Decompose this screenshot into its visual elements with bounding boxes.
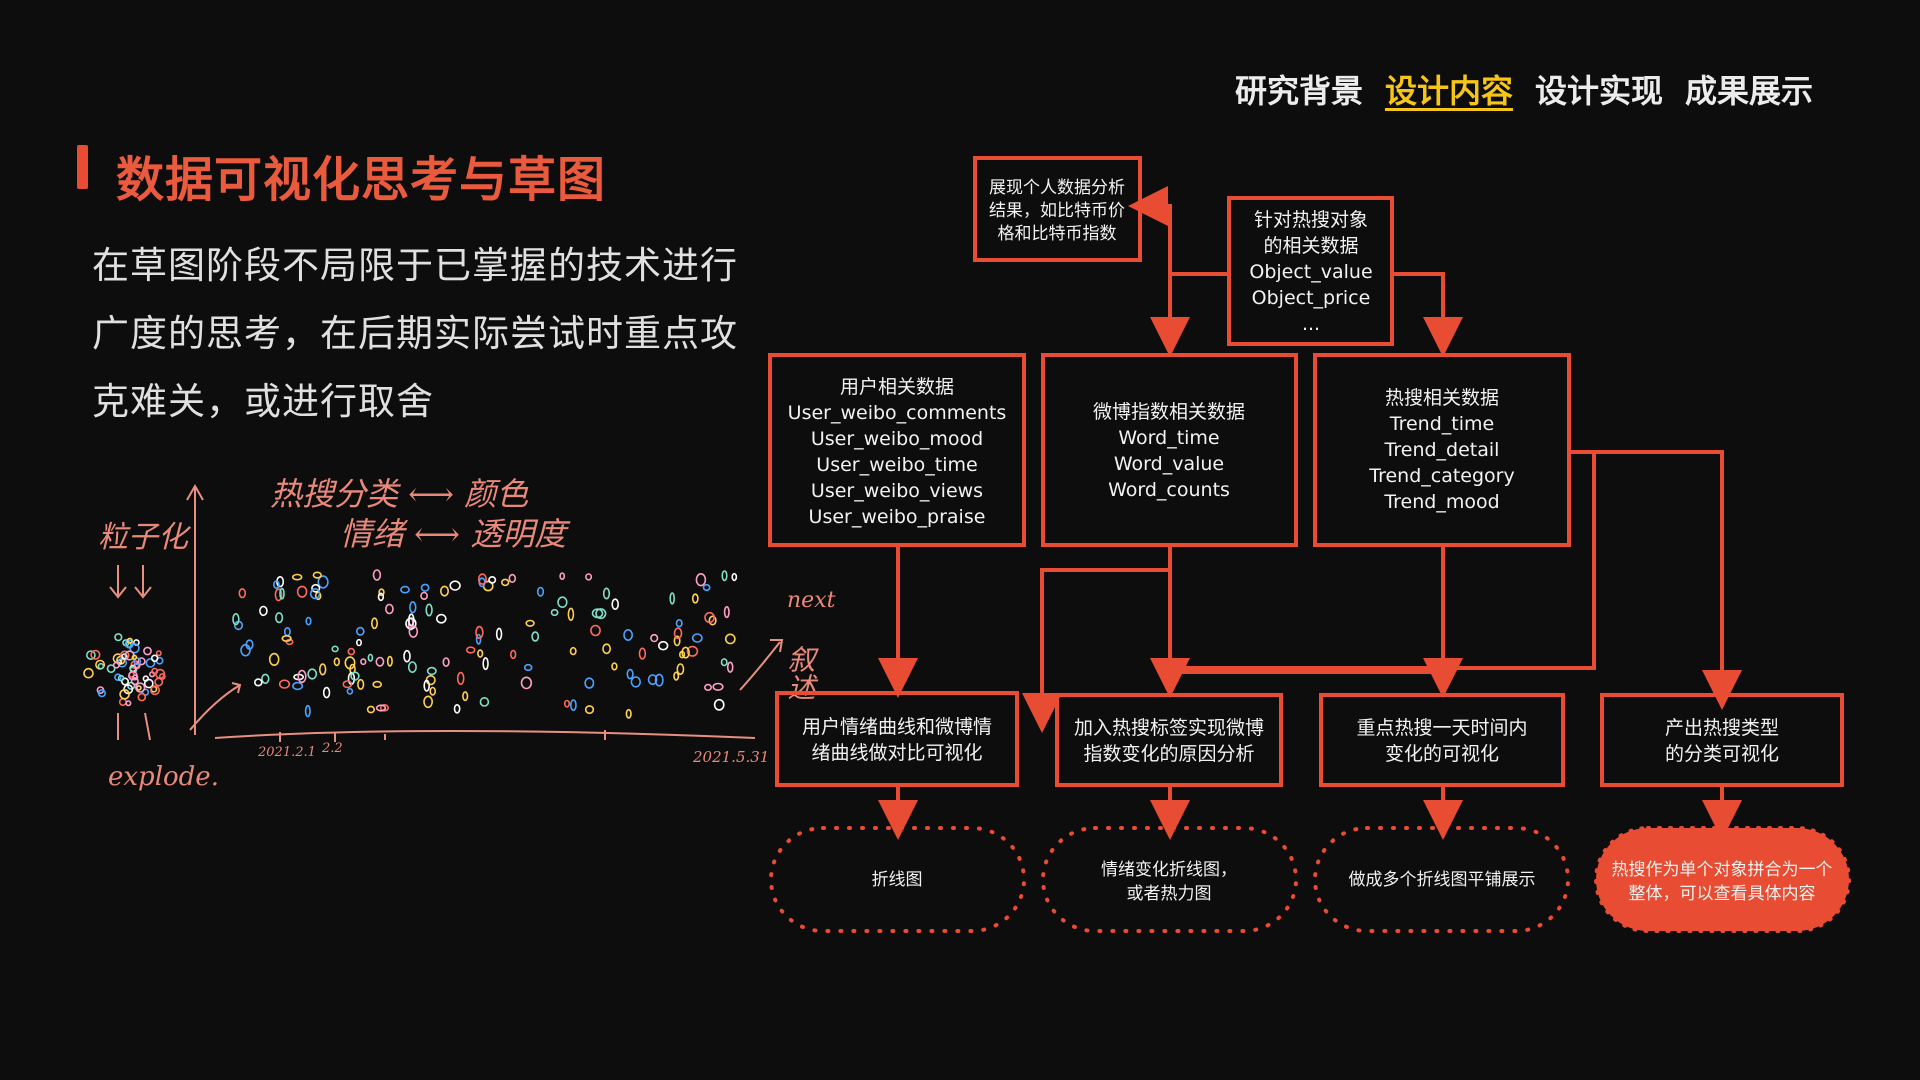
node-viz-trend-day: 重点热搜一天时间内 变化的可视化 — [1321, 695, 1563, 785]
svg-text:热搜作为单个对象拼合为一个: 热搜作为单个对象拼合为一个 — [1612, 860, 1833, 880]
svg-text:整体，可以查看具体内容: 整体，可以查看具体内容 — [1629, 884, 1816, 904]
svg-text:Trend_time: Trend_time — [1389, 413, 1494, 435]
node-object-data: 针对热搜对象 的相关数据 Object_value Object_price .… — [1229, 198, 1392, 344]
svg-text:微博指数相关数据: 微博指数相关数据 — [1093, 401, 1245, 423]
svg-text:的相关数据: 的相关数据 — [1263, 235, 1358, 257]
svg-text:重点热搜一天时间内: 重点热搜一天时间内 — [1356, 717, 1527, 739]
svg-text:格和比特币指数: 格和比特币指数 — [998, 224, 1117, 244]
svg-text:用户情绪曲线和微博情: 用户情绪曲线和微博情 — [802, 716, 992, 738]
svg-text:用户相关数据: 用户相关数据 — [840, 376, 954, 398]
svg-text:Word_value: Word_value — [1114, 453, 1224, 475]
svg-text:产出热搜类型: 产出热搜类型 — [1665, 717, 1779, 739]
svg-text:加入热搜标签实现微博: 加入热搜标签实现微博 — [1074, 717, 1264, 739]
svg-text:绪曲线做对比可视化: 绪曲线做对比可视化 — [811, 742, 982, 764]
svg-text:热搜相关数据: 热搜相关数据 — [1385, 387, 1499, 409]
svg-text:Trend_category: Trend_category — [1368, 465, 1514, 487]
svg-text:情绪变化折线图，: 情绪变化折线图， — [1101, 860, 1237, 880]
svg-text:折线图: 折线图 — [872, 870, 923, 890]
svg-text:User_weibo_comments: User_weibo_comments — [788, 402, 1007, 424]
svg-text:的分类可视化: 的分类可视化 — [1665, 743, 1779, 765]
svg-text:Word_time: Word_time — [1118, 427, 1219, 449]
svg-text:...: ... — [1302, 313, 1320, 335]
svg-text:Word_counts: Word_counts — [1108, 479, 1230, 501]
output-tiled-line-charts: 做成多个折线图平铺展示 — [1315, 828, 1568, 931]
svg-text:结果，如比特币价: 结果，如比特币价 — [989, 201, 1125, 221]
svg-text:做成多个折线图平铺展示: 做成多个折线图平铺展示 — [1349, 870, 1536, 890]
output-line-chart: 折线图 — [771, 828, 1024, 931]
svg-text:变化的可视化: 变化的可视化 — [1385, 743, 1499, 765]
connector-to-personal-analysis — [1148, 206, 1170, 337]
svg-text:Trend_detail: Trend_detail — [1384, 439, 1500, 461]
svg-text:Object_price: Object_price — [1252, 287, 1371, 309]
connector-trend-to-viz4 — [1569, 452, 1722, 690]
svg-text:User_weibo_views: User_weibo_views — [811, 480, 983, 502]
svg-text:Trend_mood: Trend_mood — [1383, 491, 1499, 513]
node-weibo-index: 微博指数相关数据 Word_time Word_value Word_count… — [1043, 355, 1296, 545]
node-user-data: 用户相关数据 User_weibo_comments User_weibo_mo… — [770, 355, 1024, 545]
svg-text:User_weibo_mood: User_weibo_mood — [811, 428, 983, 450]
svg-text:User_weibo_time: User_weibo_time — [816, 454, 977, 476]
node-viz-trend-tags: 加入热搜标签实现微博 指数变化的原因分析 — [1057, 695, 1281, 785]
svg-text:针对热搜对象: 针对热搜对象 — [1254, 209, 1368, 231]
connector-weibo-join — [1170, 547, 1443, 678]
connector-object-to-trend — [1391, 274, 1443, 337]
connector-weibo-to-viz1 — [1042, 570, 1170, 713]
node-viz-trend-category: 产出热搜类型 的分类可视化 — [1602, 695, 1842, 785]
svg-text:或者热力图: 或者热力图 — [1127, 884, 1212, 904]
svg-text:指数变化的原因分析: 指数变化的原因分析 — [1083, 743, 1254, 765]
output-trend-object-whole: 热搜作为单个对象拼合为一个 整体，可以查看具体内容 — [1596, 828, 1849, 931]
connector-object-to-weibo — [1170, 274, 1231, 337]
node-personal-analysis: 展现个人数据分析 结果，如比特币价 格和比特币指数 — [975, 158, 1140, 260]
svg-text:展现个人数据分析: 展现个人数据分析 — [989, 178, 1125, 198]
output-mood-line-heatmap: 情绪变化折线图， 或者热力图 — [1043, 828, 1296, 931]
node-trend-data: 热搜相关数据 Trend_time Trend_detail Trend_cat… — [1315, 355, 1569, 545]
svg-text:User_weibo_praise: User_weibo_praise — [809, 506, 986, 528]
node-viz-user-weibo-mood: 用户情绪曲线和微博情 绪曲线做对比可视化 — [777, 693, 1017, 785]
svg-text:Object_value: Object_value — [1249, 261, 1372, 283]
